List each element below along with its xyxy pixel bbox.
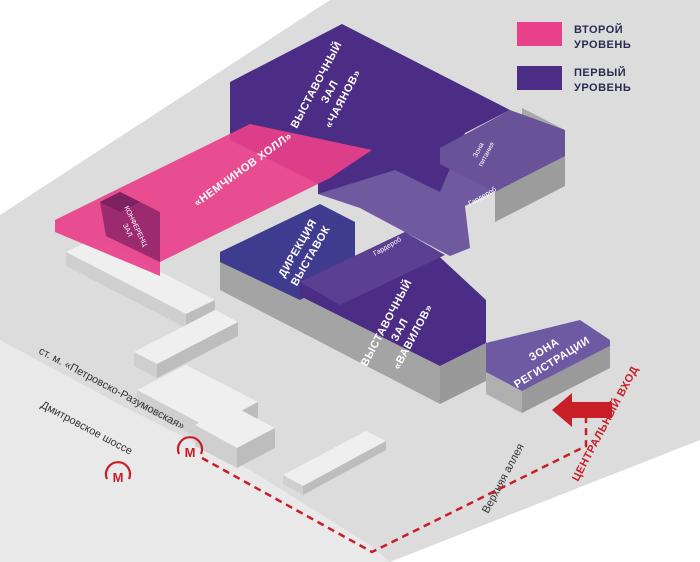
registration-zone[interactable] [486, 320, 610, 391]
vavilov-top-lighter [300, 232, 445, 305]
legend-second-level-line1: ВТОРОЙ [574, 23, 623, 36]
svg-text:M: M [185, 445, 196, 460]
svg-text:M: M [113, 470, 124, 485]
legend-first-level-line2: УРОВЕНЬ [574, 82, 631, 94]
conference-hall-top [100, 192, 140, 212]
metro-icon: M [104, 461, 132, 485]
entrance-arrow-icon[interactable] [552, 393, 612, 427]
walking-route [201, 404, 588, 554]
legend-first-level-swatch [517, 66, 562, 90]
outbuildings [66, 238, 386, 495]
legend-second-level-line2: УРОВЕНЬ [574, 39, 631, 51]
legend-first-level-line1: ПЕРВЫЙ [574, 66, 626, 79]
ground-shadow [0, 340, 390, 562]
metro-icon: M [176, 436, 204, 460]
legend: ВТОРОЙ УРОВЕНЬ ПЕРВЫЙ УРОВЕНЬ [517, 22, 631, 94]
food-zone[interactable] [440, 110, 565, 192]
legend-second-level-swatch [517, 22, 562, 46]
